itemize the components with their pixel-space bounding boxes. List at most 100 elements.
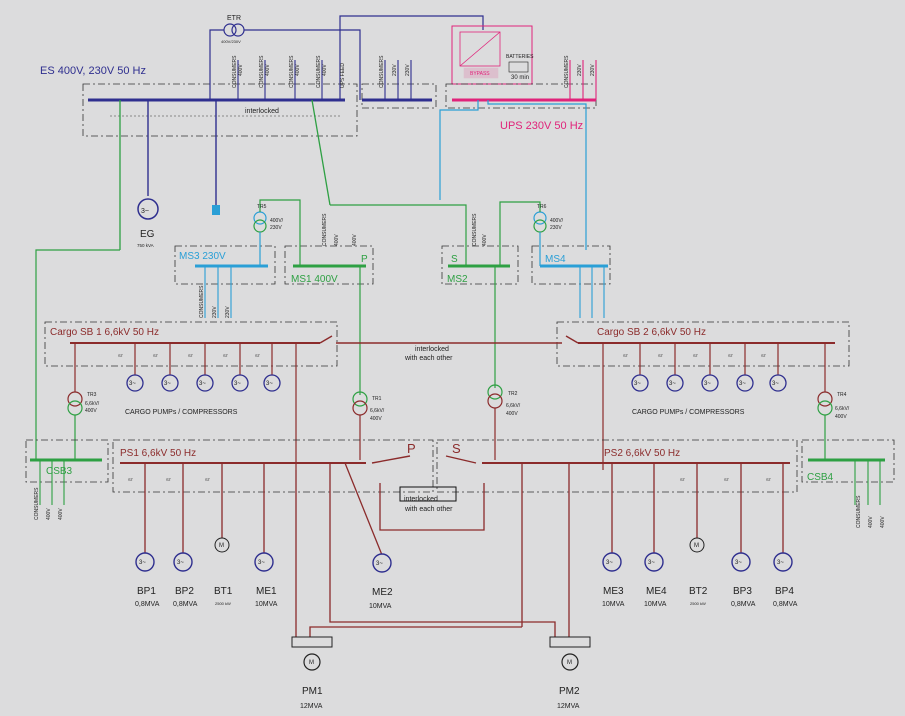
st-label-15: ST: [724, 477, 730, 482]
ps1-p-label: P: [407, 441, 416, 456]
bp1-rating: 0,8MVA: [135, 601, 160, 608]
ms4-title: MS4: [545, 254, 566, 265]
ps-interlock-2: with each other: [404, 506, 453, 513]
es-feeder-v-3: 400V: [295, 64, 301, 76]
pm1-rating: 12MVA: [300, 703, 323, 710]
eg-label: EG: [140, 229, 155, 240]
es-feeder-v-1: 400V: [238, 64, 244, 76]
es-feeder-ups: UPS FEED: [340, 63, 346, 88]
cargo-interlock-1: interlocked: [415, 346, 449, 353]
eg-symbol: 3~: [141, 208, 149, 215]
cargo-pump-symbol-9: 3~: [739, 381, 746, 387]
bt2-rating: 2500 kW: [690, 601, 706, 606]
st-label-6: ST: [623, 353, 629, 358]
tr4-rating-2: 400V: [835, 414, 847, 420]
es-board: ES 400V, 230V 50 Hz interlocked ETR 400V…: [40, 15, 484, 250]
cargo-pump-symbol-1: 3~: [129, 381, 136, 387]
bp4-rating: 0,8MVA: [773, 601, 798, 608]
es-feeder-v-4: 400V: [322, 64, 328, 76]
tr4-label: TR4: [837, 392, 847, 398]
ups-feeder-consumers: CONSUMERS: [564, 55, 570, 88]
csb4-v-1: 400V: [868, 516, 874, 528]
es-feeder-v-5: 230V: [392, 64, 398, 76]
etr-label: ETR: [227, 15, 241, 22]
pm2-label: PM2: [559, 686, 580, 697]
tr5-rating-2: 230V: [270, 225, 282, 231]
ms1-p-label: P: [361, 254, 368, 265]
ps2-s-label: S: [452, 441, 461, 456]
st-label-5: ST: [255, 353, 261, 358]
bp1-label: BP1: [137, 586, 156, 597]
es-feeder-consumers-2: CONSUMERS: [259, 55, 265, 88]
ps-boards: PS1 6,6kV 50 Hz P PS2 6,6kV 50 Hz S CSB3…: [25, 439, 895, 528]
st-label-2: ST: [153, 353, 159, 358]
es-feeder-consumers-4: CONSUMERS: [316, 55, 322, 88]
ms3-title: MS3 230V: [179, 251, 226, 262]
es-feeder-consumers-1: CONSUMERS: [232, 55, 238, 88]
ms1-v: 400V: [334, 234, 340, 246]
ups-board: BYPASS BATTERIES 30 min UPS 230V 50 Hz C…: [439, 25, 597, 250]
ms1-title: MS1 400V: [291, 274, 338, 285]
csb3-consumers: CONSUMERS: [34, 487, 40, 520]
es-feeder-consumers-5: CONSUMERS: [379, 55, 385, 88]
tr1-rating-1: 6,6kV/: [370, 408, 385, 414]
ms2-consumers: CONSUMERS: [472, 213, 478, 246]
cargo-pump-symbol-5: 3~: [266, 381, 273, 387]
csb3-v-1: 400V: [46, 508, 52, 520]
cargo-sb2-title: Cargo SB 2 6,6kV 50 Hz: [597, 327, 706, 338]
tr2-label: TR2: [508, 391, 518, 397]
cargo-pumps-sb1: [126, 374, 281, 392]
tr6-rating-1: 400V/: [550, 218, 564, 224]
bp4-symbol: 3~: [777, 560, 784, 566]
cargo-interlock-2: with each other: [404, 355, 453, 362]
st-label-7: ST: [658, 353, 664, 358]
cargo-pump-symbol-2: 3~: [164, 381, 171, 387]
me3-symbol: 3~: [606, 560, 613, 566]
pm2-rating: 12MVA: [557, 703, 580, 710]
ps-feeders: [144, 462, 784, 637]
tr3-rating-2: 400V: [85, 408, 97, 414]
tr5-label: TR5: [257, 204, 267, 210]
pm1-label: PM1: [302, 686, 323, 697]
tr4-rating-1: 6,6kV/: [835, 406, 850, 412]
tr2-rating-2: 400V: [506, 411, 518, 417]
ups-board-title: UPS 230V 50 Hz: [500, 120, 583, 132]
st-label-16: ST: [766, 477, 772, 482]
st-label-13: ST: [205, 477, 211, 482]
bt1-rating: 2500 kW: [215, 601, 231, 606]
pm2-symbol: M: [567, 660, 572, 666]
me4-symbol: 3~: [648, 560, 655, 566]
tr3-rating-1: 6,6kV/: [85, 401, 100, 407]
ups-bypass-label: BYPASS: [470, 71, 490, 77]
csb3-title: CSB3: [46, 466, 73, 477]
cargo-pump-symbol-7: 3~: [669, 381, 676, 387]
st-label-9: ST: [728, 353, 734, 358]
ups-feeder-v-1: 230V: [577, 64, 583, 76]
eg-generator: 3~ EG 750 kVA: [137, 198, 159, 248]
ms2-s-label: S: [451, 254, 458, 265]
ps2-title: PS2 6,6kV 50 Hz: [604, 448, 680, 459]
ups-batteries-label: BATTERIES: [506, 54, 534, 60]
pm1-symbol: M: [309, 660, 314, 666]
me4-label: ME4: [646, 586, 667, 597]
me4-rating: 10MVA: [644, 601, 667, 608]
me2-label: ME2: [372, 587, 393, 598]
tr1-rating-2: 400V: [370, 416, 382, 422]
st-label-12: ST: [166, 477, 172, 482]
st-label-1: ST: [118, 353, 124, 358]
bp2-rating: 0,8MVA: [173, 601, 198, 608]
me2-rating: 10MVA: [369, 603, 392, 610]
es-feeder-consumers-3: CONSUMERS: [289, 55, 295, 88]
bp2-symbol: 3~: [177, 560, 184, 566]
bt1-label: BT1: [214, 586, 233, 597]
tr6-rating-2: 230V: [550, 225, 562, 231]
bp2-label: BP2: [175, 586, 194, 597]
tr1-label: TR1: [372, 396, 382, 402]
es-board-title: ES 400V, 230V 50 Hz: [40, 65, 146, 77]
csb3-v-2: 400V: [58, 508, 64, 520]
ms1-consumers: CONSUMERS: [322, 213, 328, 246]
csb4-title: CSB4: [807, 472, 834, 483]
es-interlocked-label: interlocked: [245, 108, 279, 115]
ms2-v: 400V: [482, 234, 488, 246]
